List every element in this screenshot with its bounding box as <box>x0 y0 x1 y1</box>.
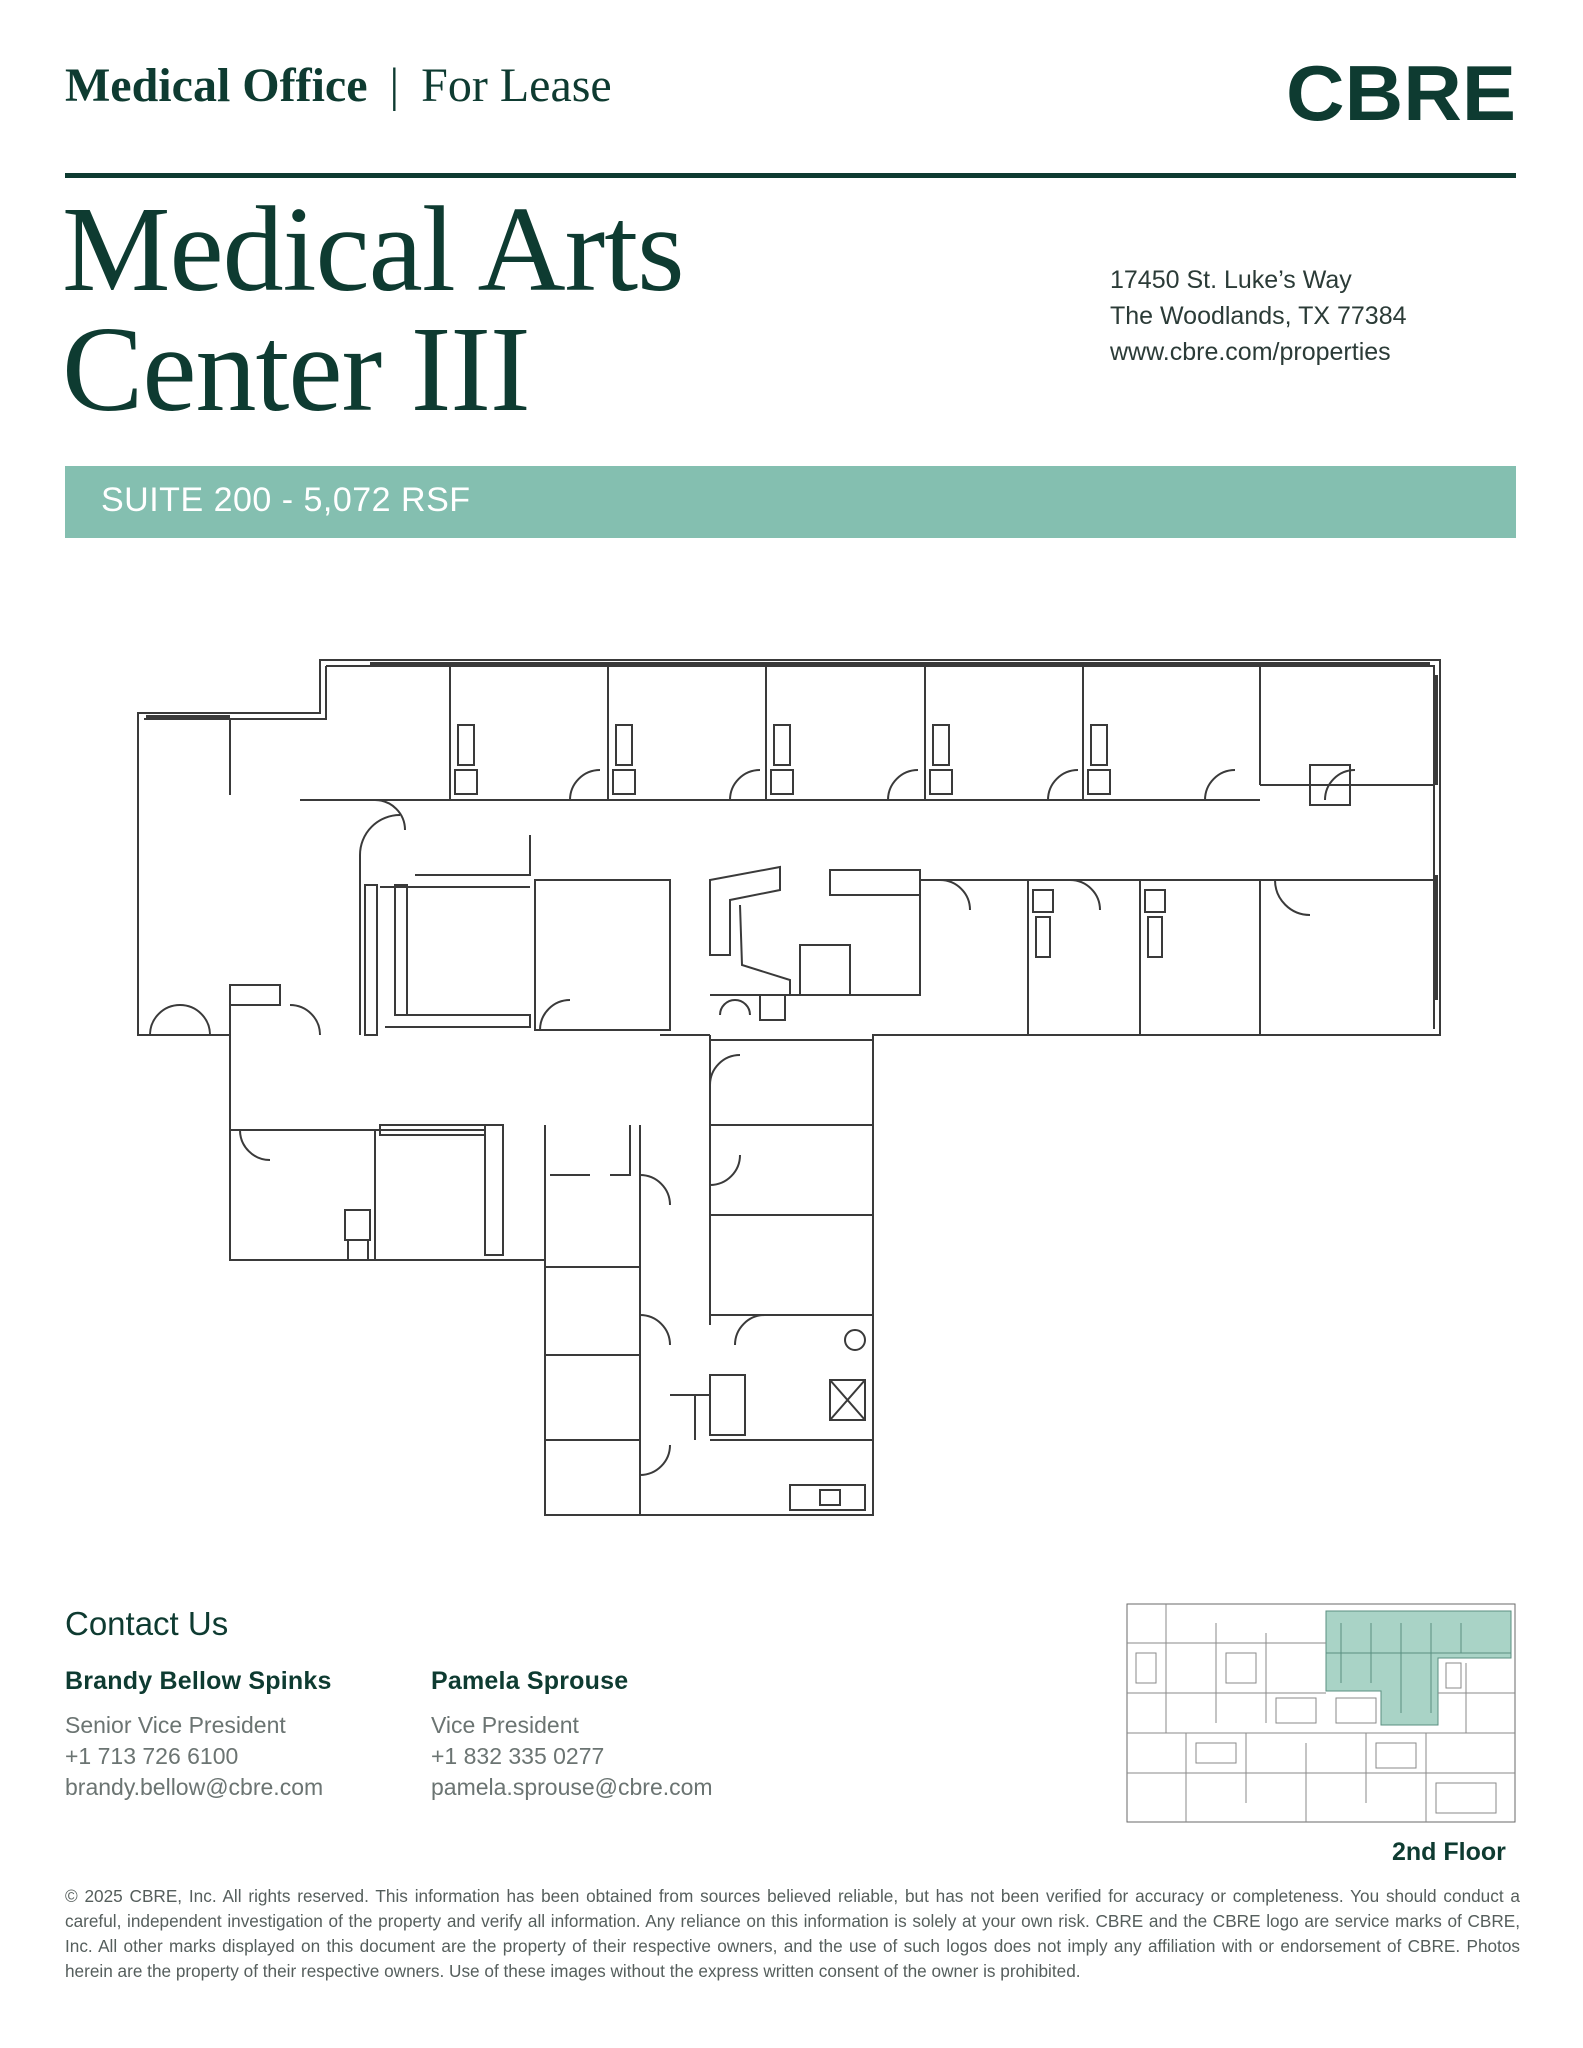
cbre-logo: CBRE <box>1286 60 1516 126</box>
contact-card-1: Brandy Bellow Spinks Senior Vice Preside… <box>65 1667 332 1803</box>
contact-phone[interactable]: +1 713 726 6100 <box>65 1743 239 1769</box>
contact-email[interactable]: brandy.bellow@cbre.com <box>65 1774 324 1800</box>
contact-phone[interactable]: +1 832 335 0277 <box>431 1743 605 1769</box>
floor-plan <box>137 659 1441 1516</box>
contact-name: Brandy Bellow Spinks <box>65 1667 332 1695</box>
header-separator: | <box>389 59 400 112</box>
disclaimer-text: © 2025 CBRE, Inc. All rights reserved. T… <box>65 1886 1520 1981</box>
status-label: For Lease <box>421 59 612 112</box>
key-plan-highlight <box>1325 1610 1512 1726</box>
title-line-1: Medical Arts <box>62 182 685 317</box>
contact-heading: Contact Us <box>65 1605 229 1642</box>
header-kicker: Medical Office | For Lease <box>65 58 612 113</box>
category-label: Medical Office <box>65 59 368 112</box>
property-title: Medical Arts Center III <box>62 182 685 437</box>
contact-name: Pamela Sprouse <box>431 1667 629 1695</box>
suite-banner: SUITE 200 - 5,072 RSF <box>65 466 1516 538</box>
floor-plan-outline <box>137 659 1441 1516</box>
contact-title: Vice President <box>431 1712 579 1738</box>
header-rule <box>65 173 1516 178</box>
contact-card-2: Pamela Sprouse Vice President +1 832 335… <box>431 1667 713 1803</box>
property-address: 17450 St. Luke’s Way The Woodlands, TX 7… <box>1110 262 1407 370</box>
address-street: 17450 St. Luke’s Way <box>1110 266 1352 294</box>
suite-banner-text: SUITE 200 - 5,072 RSF <box>101 481 471 519</box>
address-city: The Woodlands, TX 77384 <box>1110 302 1407 330</box>
website-link[interactable]: www.cbre.com/properties <box>1110 338 1391 366</box>
logo-text: CBRE <box>1286 60 1516 126</box>
contact-title: Senior Vice President <box>65 1712 286 1738</box>
contact-email[interactable]: pamela.sprouse@cbre.com <box>431 1774 713 1800</box>
key-plan <box>1126 1603 1516 1823</box>
key-plan-floor-label: 2nd Floor <box>1392 1838 1506 1866</box>
title-line-2: Center III <box>62 302 531 437</box>
